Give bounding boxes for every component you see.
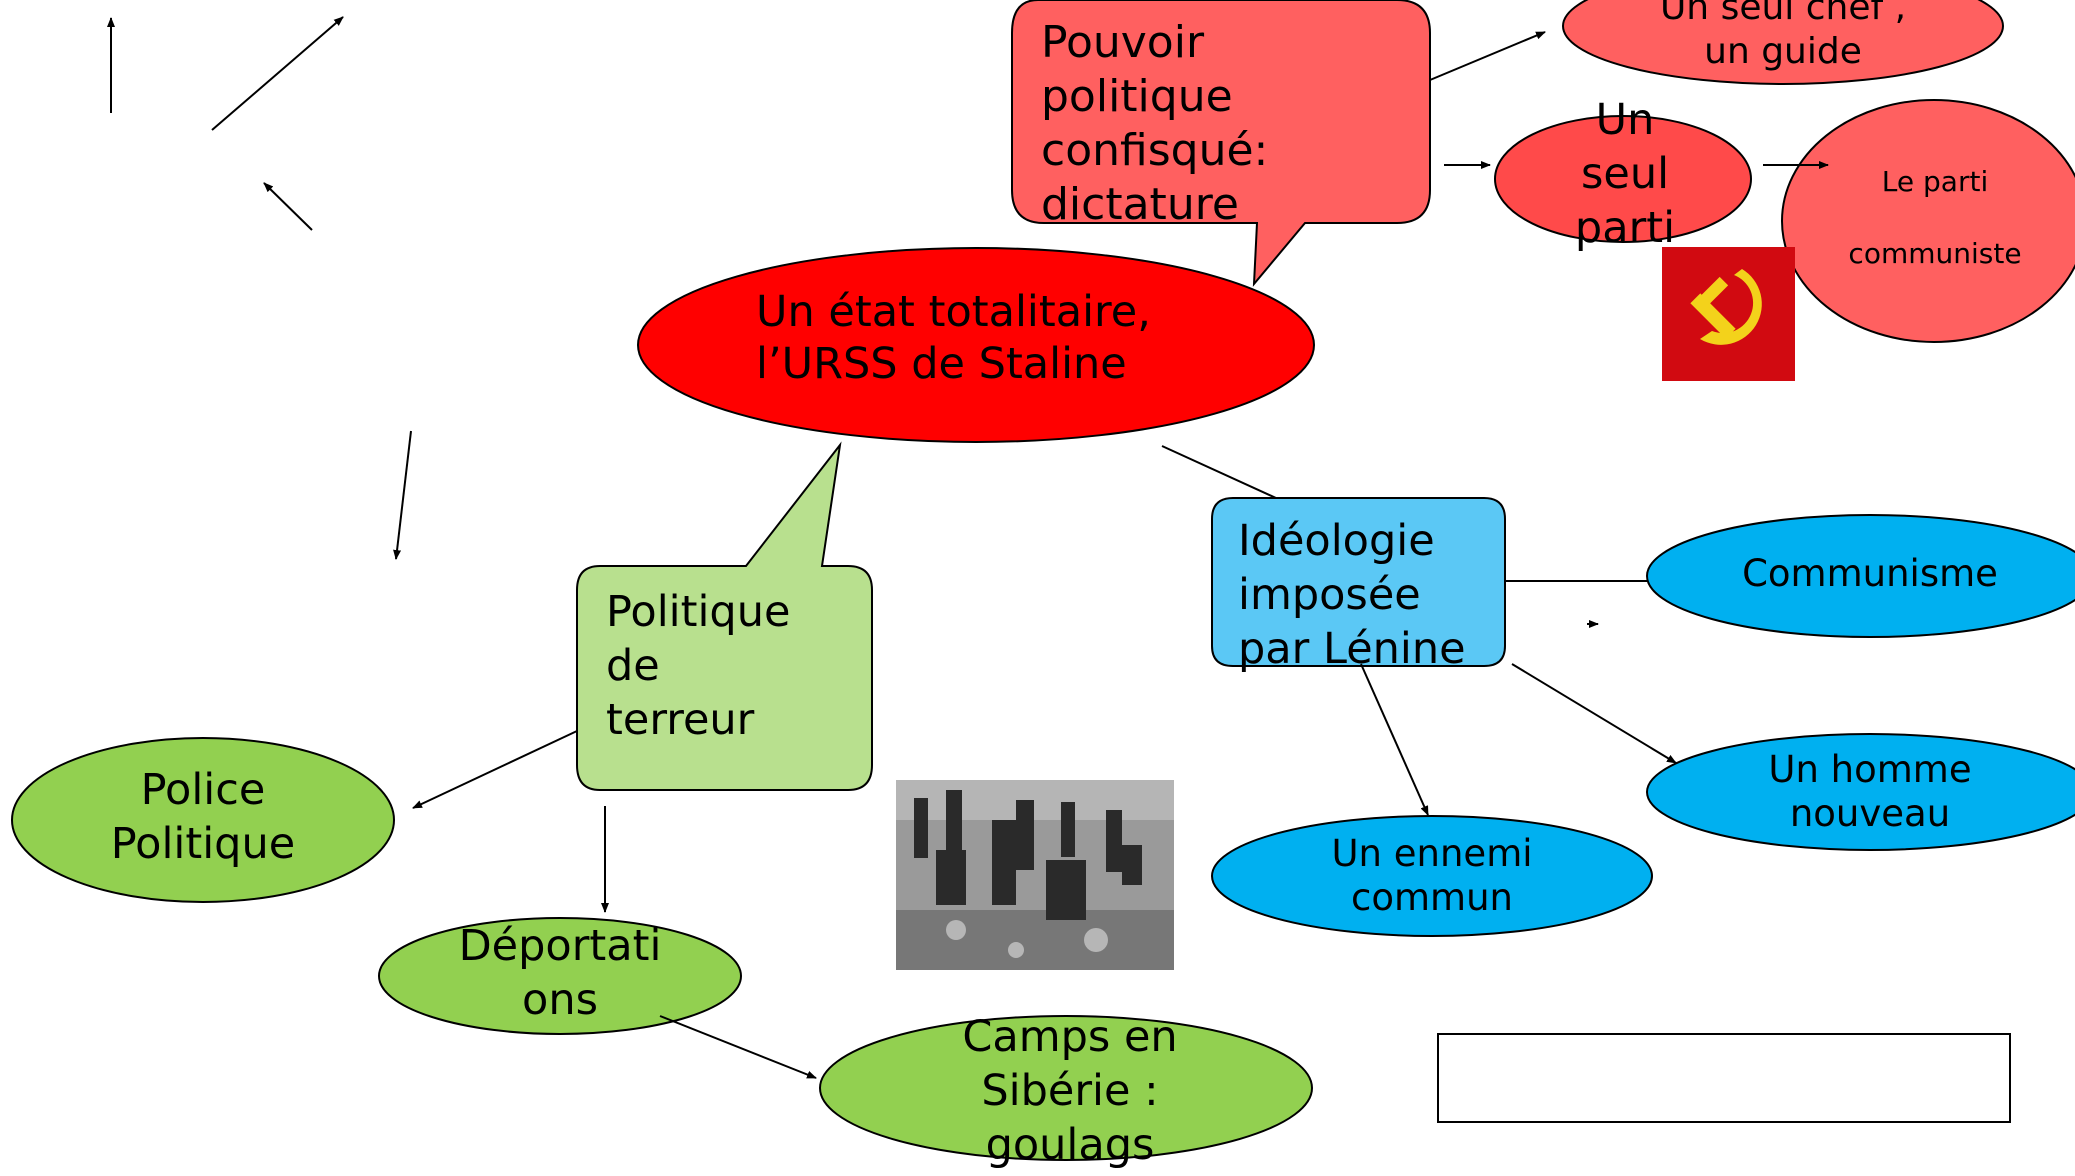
- stray-arrow-3: [263, 182, 313, 231]
- parti-communiste-node: [1781, 99, 2075, 343]
- terreur-bubble-label: Politique de terreur: [606, 587, 791, 745]
- arrow-to-ennemi: [1360, 663, 1429, 816]
- pouvoir-callout: [1011, 0, 1431, 287]
- chef-label: Un seul chef , un guide: [1659, 0, 1907, 72]
- central-node-label: Un état totalitaire, l’URSS de Staline: [756, 287, 1151, 389]
- deportations-node: [378, 917, 742, 1035]
- police-node: [11, 737, 395, 903]
- homme-node: [1646, 733, 2075, 851]
- homme-label: Un homme nouveau: [1768, 748, 1972, 835]
- empty-text-box: [1437, 1033, 2011, 1123]
- arrow-to-camps: [659, 1015, 817, 1079]
- parti-label: Un seul parti: [1574, 95, 1676, 253]
- ideologie-callout: [1161, 445, 1506, 667]
- ussr-flag: [1662, 247, 1795, 381]
- pouvoir-bubble-label: Pouvoir politique confisqué: dictature: [1041, 17, 1269, 230]
- ennemi-label: Un ennemi commun: [1331, 832, 1533, 919]
- central-node: [637, 247, 1315, 443]
- stray-arrow-4: [393, 430, 412, 560]
- deportations-label: Déportati ons: [458, 921, 662, 1025]
- gulag-photo: [896, 780, 1174, 970]
- parti-node: [1494, 115, 1752, 243]
- ennemi-node: [1211, 815, 1653, 937]
- chef-node: [1562, 0, 2004, 85]
- hammer-sickle-icon: [1690, 269, 1762, 345]
- camps-label: Camps en Sibérie : goulags: [962, 1012, 1178, 1170]
- camps-node: [819, 1015, 1313, 1161]
- communisme-label: Communisme: [1742, 552, 1998, 595]
- ideologie-bubble-label: Idéologie imposée par Lénine: [1238, 516, 1466, 674]
- parti-communiste-label: Le parti communiste: [1848, 165, 2022, 270]
- communisme-node: [1646, 514, 2075, 638]
- stray-arrow-2: [211, 16, 344, 131]
- terreur-callout: [576, 441, 873, 791]
- arrow-to-homme: [1511, 663, 1677, 764]
- arrow-to-police: [412, 730, 578, 809]
- arrow-to-chef: [1429, 31, 1546, 81]
- police-label: Police Politique: [110, 765, 296, 869]
